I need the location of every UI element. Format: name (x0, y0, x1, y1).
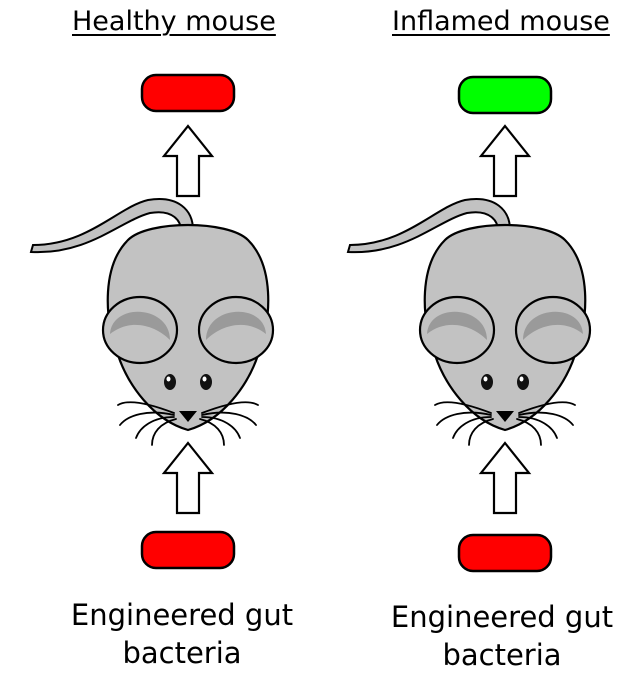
inflamed-right-ear-inner (523, 311, 583, 340)
inflamed-whisker-5 (518, 401, 576, 414)
healthy-right-eye (200, 374, 212, 390)
inflamed-right-ear (514, 295, 592, 365)
inflamed-body (423, 223, 587, 432)
healthy-whisker-2 (119, 411, 175, 426)
healthy-whisker-7 (201, 416, 241, 439)
healthy-lower-up-arrow-icon (161, 441, 215, 515)
healthy-caption: Engineered gut bacteria (52, 596, 312, 672)
healthy-mouse-icon (29, 198, 275, 446)
healthy-caption-line2: bacteria (122, 636, 242, 670)
healthy-mouse-title: Healthy mouse (72, 6, 276, 37)
inflamed-left-ear-inner (427, 311, 487, 340)
healthy-output-bacterium-icon (140, 73, 236, 113)
inflamed-whisker-6 (518, 411, 574, 426)
inflamed-left-ear (418, 295, 496, 365)
inflamed-caption-line1: Engineered gut (390, 600, 614, 634)
inflamed-caption: Engineered gut bacteria (372, 598, 632, 674)
healthy-whisker-5 (201, 401, 259, 414)
inflamed-nose (496, 411, 514, 422)
inflamed-whisker-4 (468, 418, 494, 446)
inflamed-input-bacterium-icon (457, 533, 553, 573)
healthy-whisker-4 (151, 418, 177, 446)
healthy-whisker-1 (117, 401, 175, 414)
inflamed-caption-line2: bacteria (442, 638, 562, 672)
inflamed-whisker-2 (436, 411, 492, 426)
healthy-nose (179, 411, 197, 422)
healthy-left-eye-shine (166, 376, 171, 382)
inflamed-output-bacterium-icon (457, 75, 553, 115)
healthy-tail (29, 198, 195, 254)
inflamed-whisker-3 (452, 416, 492, 439)
inflamed-lower-up-arrow-icon (478, 441, 532, 515)
inflamed-left-eye-shine (483, 376, 488, 382)
healthy-input-bacterium-icon (140, 530, 236, 570)
healthy-left-eye (164, 374, 176, 390)
healthy-left-ear (101, 295, 179, 365)
healthy-whisker-3 (135, 416, 175, 439)
healthy-whisker-8 (199, 418, 225, 446)
inflamed-upper-up-arrow-icon (478, 124, 532, 198)
healthy-right-ear-inner (206, 311, 266, 340)
inflamed-tail (346, 198, 512, 254)
inflamed-right-eye (517, 374, 529, 390)
inflamed-mouse-icon (346, 198, 592, 446)
healthy-upper-up-arrow-icon (161, 124, 215, 198)
inflamed-whisker-8 (516, 418, 542, 446)
healthy-caption-line1: Engineered gut (70, 598, 294, 632)
inflamed-right-eye-shine (519, 376, 524, 382)
inflamed-left-eye (481, 374, 493, 390)
healthy-body (106, 223, 270, 432)
inflamed-whisker-1 (434, 401, 492, 414)
healthy-whisker-6 (201, 411, 257, 426)
inflamed-whisker-7 (518, 416, 558, 439)
healthy-left-ear-inner (110, 311, 170, 340)
healthy-right-eye-shine (202, 376, 207, 382)
inflamed-mouse-title: Inflamed mouse (392, 6, 610, 37)
healthy-right-ear (197, 295, 275, 365)
